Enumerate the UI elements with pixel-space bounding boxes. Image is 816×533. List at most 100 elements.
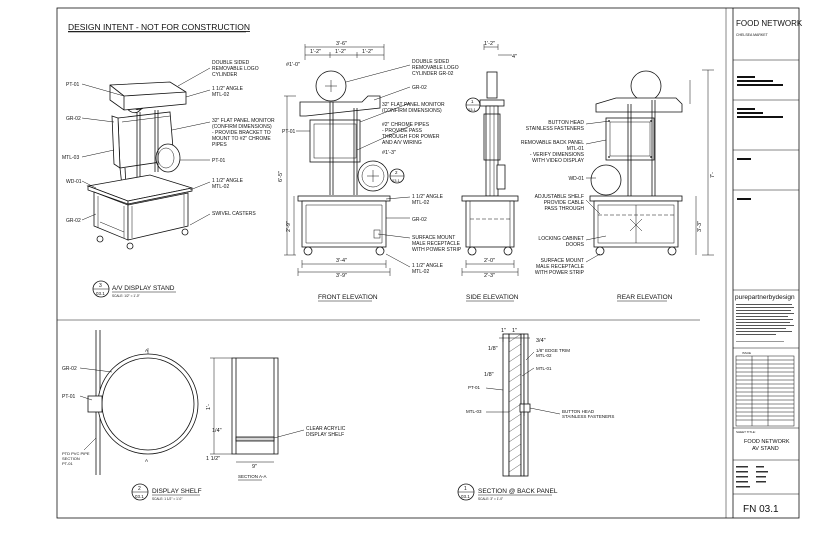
- dim-panel: 1": [512, 328, 517, 334]
- display-shelf-view: A A GR-02 PT-01 PTD PVC PIPE SECTION PT-…: [62, 330, 346, 501]
- acrylic-shelf: [235, 436, 275, 442]
- dim-shelf-base: 1 1/2": [206, 456, 220, 462]
- rear-logo-cylinder: [630, 70, 662, 102]
- dim-bottom-outer: 3'-9": [336, 273, 347, 279]
- callout-text: MTL-02: [412, 200, 429, 206]
- callout-text: GR-02: [412, 217, 427, 223]
- callout-text: - PROVIDE PASS: [382, 128, 423, 134]
- rear-caster-left: [595, 246, 605, 256]
- tb-redacted-3: [737, 84, 783, 86]
- rear-header-band: [595, 97, 683, 113]
- callout-text: BUTTON HEAD: [548, 120, 584, 126]
- dim-panel: 1": [501, 328, 506, 334]
- callout-text: REMOVABLE LOGO: [412, 65, 459, 71]
- callout-text: ADJUSTABLE SHELF: [535, 194, 584, 200]
- caster-2: [126, 242, 134, 250]
- callout-text: 1 1/2" ANGLE: [412, 194, 444, 200]
- callout-text: BUTTON HEAD: [562, 409, 595, 414]
- side-elevation-view: 1'-2" 4" 1 03.1 2'-0" 2'-3" SIDE ELE: [461, 41, 519, 302]
- view-title: FRONT ELEVATION: [318, 294, 378, 301]
- project-title-line-1: FOOD NETWORK: [744, 439, 790, 445]
- client-name: FOOD NETWORK: [736, 19, 803, 28]
- callout-text: #1'-3": [382, 150, 396, 156]
- tb-redacted-2: [737, 80, 773, 82]
- view-title: DISPLAY SHELF: [152, 488, 202, 495]
- callout-text: SURFACE MOUNT: [541, 258, 584, 264]
- dim-shelf-small: 1/4": [212, 428, 222, 434]
- section-sheet: 03.1: [468, 107, 477, 112]
- view-number: 1: [464, 486, 467, 492]
- view-title: REAR ELEVATION: [617, 294, 673, 301]
- dim-panel: 1/8": [488, 346, 498, 352]
- tag-pt01: PT-01: [282, 129, 296, 135]
- tb-redacted-1: [737, 76, 755, 78]
- side-logo-cylinder: [486, 71, 498, 99]
- callout-text: DOORS: [566, 242, 585, 248]
- tag-gr02-lower: GR-02: [66, 218, 81, 224]
- design-intent-title: DESIGN INTENT - NOT FOR CONSTRUCTION: [68, 22, 250, 32]
- section-back-panel-view: 1/8" 1" 1" 3/4" 1/8" 1/8" EDGE TRIM MTL-…: [457, 328, 614, 501]
- side-monitor: [483, 113, 501, 161]
- callout-text: DOUBLE SIDED: [412, 59, 450, 65]
- side-display-shelf: [496, 164, 506, 190]
- callout-text: MALE RECEPTACLE: [536, 264, 585, 270]
- side-caster-left: [467, 246, 477, 256]
- callout-text: MTL-03: [466, 409, 482, 414]
- callout-text: PT-01: [468, 385, 481, 390]
- callout-text: MTL-02: [212, 184, 229, 190]
- dim-seg: 1'-2": [335, 49, 346, 55]
- cut-mark-bottom: A: [145, 458, 148, 463]
- front-elevation-view: 3'-6" 1'-2" 1'-2" 1'-2" #1'-0" 2 03.1: [278, 41, 462, 302]
- callout-text: DOUBLE SIDED: [212, 60, 250, 66]
- sheet-number: FN 03.1: [743, 504, 779, 515]
- section-aa-label: SECTION A-A: [238, 474, 267, 479]
- callout-text: THROUGH FOR POWER: [382, 134, 440, 140]
- sheet-title-label: SHEET TITLE:: [736, 430, 756, 434]
- side-cabinet-body: [465, 200, 515, 248]
- tag-wd01: WD-01: [66, 179, 82, 185]
- callout-text: REMOVABLE LOGO: [212, 66, 259, 72]
- section-number: 2: [395, 170, 398, 175]
- callout-text: LOCKING CABINET: [538, 236, 584, 242]
- view-number: 2: [138, 486, 141, 492]
- callout-text: MTL-02: [536, 353, 552, 358]
- dim-side-inner: 2'-0": [484, 258, 495, 264]
- dim-cabinet-height: 2'-9": [286, 221, 292, 232]
- caster-1: [96, 235, 104, 243]
- callout-text: STAINLESS FASTENERS: [562, 414, 614, 419]
- callout-text: MTL-01: [567, 146, 584, 152]
- callout-text: 1 1/2" ANGLE: [212, 86, 244, 92]
- tag-pt01: PT-01: [62, 394, 76, 400]
- view-title: A/V DISPLAY STAND: [112, 285, 175, 292]
- issue-header: ISSUE: [742, 351, 751, 355]
- dim-bottom-inner: 3'-4": [336, 258, 347, 264]
- shelf-note-2: DISPLAY SHELF: [306, 432, 344, 438]
- pipe-note-3: PT-01: [62, 461, 73, 466]
- callout-text: (CONFIRM DIMENSIONS): [212, 124, 272, 130]
- project-title-line-2: AV STAND: [752, 446, 779, 452]
- dim-rear-height: 7'-: [710, 172, 716, 178]
- callout-text: REMOVABLE BACK PANEL: [521, 140, 584, 146]
- tag-gr02: GR-02: [62, 366, 77, 372]
- tag-gr02: GR-02: [66, 116, 81, 122]
- callout-text: PT-01: [212, 158, 226, 164]
- dim-shelf-width: 9": [252, 464, 257, 470]
- tb-redacted-7: [737, 158, 751, 160]
- front-monitor: [309, 119, 361, 163]
- front-caster-right: [375, 246, 385, 256]
- callout-text: 1/8" EDGE TRIM: [536, 348, 570, 353]
- front-cabinet-body: [301, 200, 387, 248]
- firm-fine-print: [736, 304, 794, 342]
- rear-elevation-view: 7'- 3'-3" BUTTON HEAD STAINLESS FASTENER…: [521, 69, 716, 302]
- callout-text: MALE RECEPTACLE: [412, 241, 461, 247]
- view-title: SIDE ELEVATION: [466, 294, 519, 301]
- tag-mtl03: MTL-03: [62, 155, 79, 161]
- rear-caster-right: [667, 246, 677, 256]
- callout-text: PIPES: [212, 142, 227, 148]
- rear-back-panel: [605, 117, 655, 161]
- shelf-note-1: CLEAR ACRYLIC: [306, 426, 346, 432]
- front-header-band: [299, 95, 381, 117]
- dim-side-top: 1'-2": [484, 41, 495, 47]
